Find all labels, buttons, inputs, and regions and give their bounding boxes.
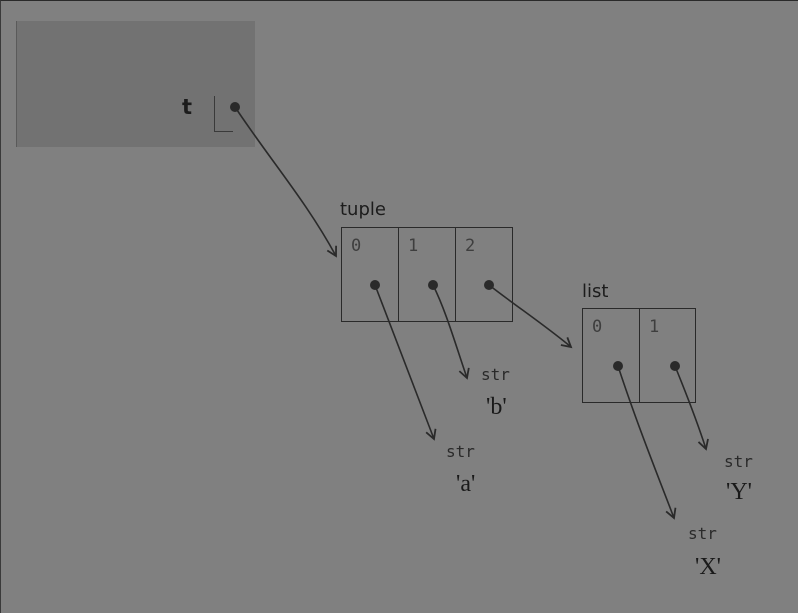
str-y-type-label: str — [724, 452, 753, 471]
global-frame — [16, 21, 255, 147]
tuple-object: 0 1 2 — [341, 227, 513, 322]
str-x-value: 'X' — [695, 554, 721, 580]
tuple-index-0: 0 — [351, 236, 362, 256]
str-y-value: 'Y' — [726, 479, 752, 505]
tuple-index-1: 1 — [408, 236, 419, 256]
list-type-label: list — [582, 281, 609, 302]
variable-name-t: t — [182, 95, 193, 119]
str-b-type-label: str — [481, 365, 510, 384]
list-cell-0: 0 — [583, 309, 640, 402]
list-object: 0 1 — [582, 308, 696, 403]
tuple-index-2: 2 — [465, 236, 476, 256]
tuple-type-label: tuple — [340, 199, 386, 220]
variable-slot-t — [214, 96, 233, 132]
list-index-1: 1 — [649, 317, 660, 337]
str-a-type-label: str — [446, 442, 475, 461]
list-index-0: 0 — [592, 317, 603, 337]
list-cell-1: 1 — [640, 309, 695, 402]
tuple-cell-1: 1 — [399, 228, 456, 321]
tuple-cell-2: 2 — [456, 228, 512, 321]
str-b-value: 'b' — [486, 394, 507, 420]
str-a-value: 'a' — [456, 471, 476, 497]
str-x-type-label: str — [688, 524, 717, 543]
tuple-cell-0: 0 — [342, 228, 399, 321]
